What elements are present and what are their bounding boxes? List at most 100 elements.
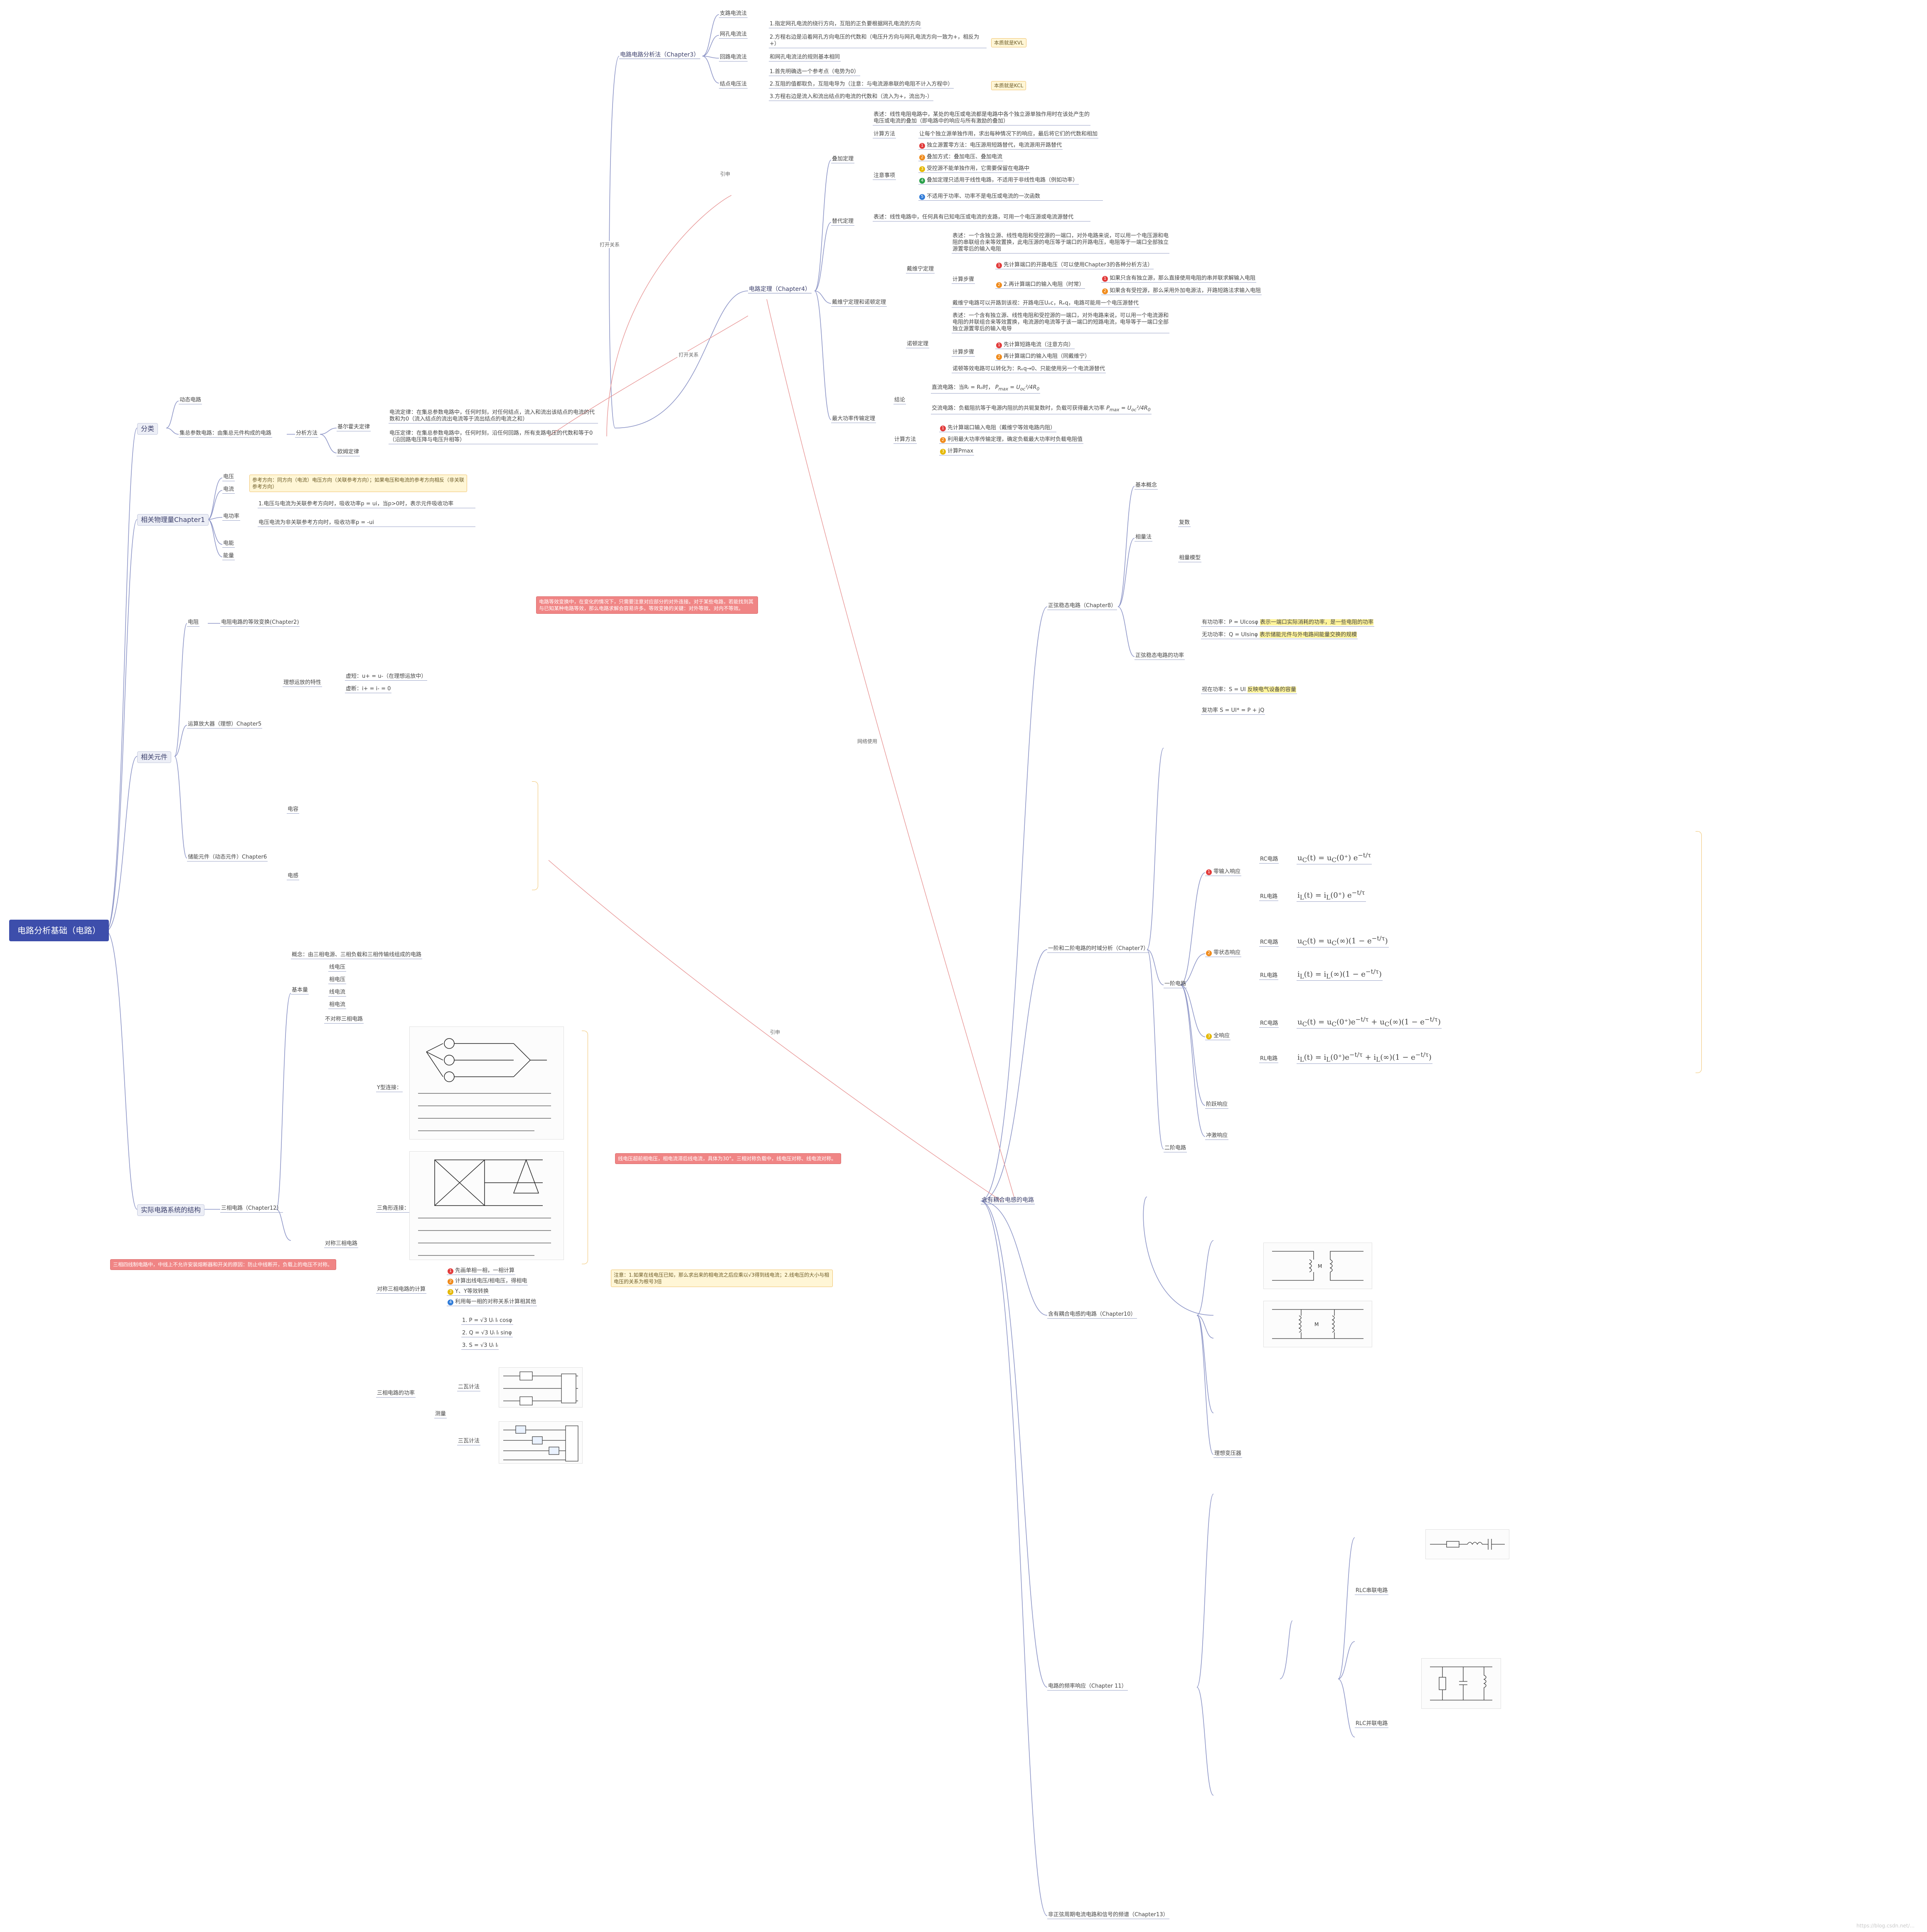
topic-coupled-inductor[interactable]: 含有耦合电感的电路（Chapter10） — [1047, 1311, 1137, 1319]
thevenin-steps-label[interactable]: 计算步骤 — [952, 276, 975, 284]
topic-rlc-series[interactable]: RLC串联电路 — [1355, 1587, 1389, 1595]
topic-phasor-model[interactable]: 相量模型 — [1178, 555, 1202, 562]
zero-input-rl[interactable]: RL电路 — [1259, 893, 1279, 901]
topic-complex[interactable]: 复数 — [1178, 519, 1191, 527]
topic-dynamic-elements[interactable]: 储能元件（动态元件）Chapter6 — [187, 854, 268, 861]
topic-real-system[interactable]: 实际电路系统的结构 — [137, 1204, 205, 1216]
norton-step-1-text: 先计算短路电流（注意方向） — [1004, 342, 1074, 348]
power-formula-q: 2. Q = √3 Uₗ Iₗ sinφ — [461, 1330, 513, 1337]
topic-three-phase[interactable]: 三相电路（Chapter12） — [220, 1205, 283, 1213]
zero-state-rc[interactable]: RC电路 — [1259, 939, 1279, 947]
topic-analysis-method[interactable]: 分析方法 — [295, 430, 319, 438]
topic-energy[interactable]: 电能 — [222, 540, 235, 548]
topic-ideal-transformer[interactable]: 理想变压器 — [1213, 1450, 1243, 1458]
branch-current-method[interactable]: 支路电流法 — [719, 10, 748, 18]
three-wattmeter[interactable]: 三瓦计法 — [457, 1438, 481, 1445]
topic-first-order[interactable]: 一阶电路 — [1164, 981, 1187, 988]
topic-dynamic-circuit[interactable]: 动态电路 — [179, 397, 202, 404]
loop-current-method[interactable]: 回路电流法 — [719, 54, 748, 62]
topic-symmetric-calc[interactable]: 对称三相电路的计算 — [376, 1286, 427, 1294]
zero-state-label: 零状态响应 — [1213, 950, 1241, 956]
topic-star-connection[interactable]: Y型连接： — [376, 1085, 403, 1092]
topic-opamp[interactable]: 运算放大器（理想）Chapter5 — [187, 721, 263, 728]
two-wattmeter[interactable]: 二瓦计法 — [457, 1384, 481, 1391]
topic-thevenin[interactable]: 戴维宁定理 — [906, 266, 935, 273]
topic-current[interactable]: 电流 — [222, 486, 235, 494]
topic-chapter4[interactable]: 电路定理（Chapter4） — [748, 286, 812, 293]
topic-ohm[interactable]: 欧姆定律 — [337, 449, 360, 456]
topic-thevenin-norton[interactable]: 戴维宁定理和诺顿定理 — [831, 299, 887, 307]
topic-impulse-response[interactable]: 冲激响应 — [1205, 1132, 1229, 1140]
topic-second-order[interactable]: 二阶电路 — [1164, 1145, 1187, 1152]
topic-norton[interactable]: 诺顿定理 — [906, 341, 930, 348]
zero-input-rc[interactable]: RC电路 — [1259, 856, 1279, 864]
topic-frequency-response[interactable]: 电路的频率响应（Chapter 11） — [1047, 1683, 1128, 1691]
full-response-rl[interactable]: RL电路 — [1259, 1056, 1279, 1063]
topic-resistor[interactable]: 电阻 — [187, 619, 200, 627]
superposition-notes-label[interactable]: 注意事项 — [873, 172, 896, 180]
topic-phasor[interactable]: 相量法 — [1135, 534, 1153, 541]
topic-symmetric[interactable]: 对称三相电路 — [324, 1240, 359, 1248]
norton-steps-label[interactable]: 计算步骤 — [952, 349, 975, 357]
topic-superposition[interactable]: 叠加定理 — [831, 156, 855, 163]
topic-basic-quantities[interactable]: 基本量 — [291, 987, 309, 994]
topic-substitution[interactable]: 替代定理 — [831, 218, 855, 226]
topic-nonsinusoidal[interactable]: 非正弦周期电流电路和信号的频谱（Chapter13） — [1047, 1912, 1169, 1919]
max-power-ac: 交流电路：负载阻抗等于电源内阻抗的共轭复数时，负载可获得最大功率 Pmax = … — [931, 405, 1152, 414]
thevenin-step-1-text: 先计算端口的开路电压（可以使用Chapter3的各种分析方法） — [1004, 262, 1153, 268]
topic-charge[interactable]: 能量 — [222, 553, 235, 560]
topic-voltage[interactable]: 电压 — [222, 474, 235, 481]
topic-max-power[interactable]: 最大功率传输定理 — [831, 416, 876, 423]
topic-category[interactable]: 分类 — [137, 423, 158, 435]
topic-resistor-equivalent[interactable]: 电阻电路的等效变换(Chapter2) — [220, 619, 300, 627]
topic-ac-power[interactable]: 正弦稳态电路的功率 — [1135, 652, 1185, 660]
topic-capacitor[interactable]: 电容 — [287, 806, 300, 814]
topic-ac-basic[interactable]: 基本概念 — [1135, 482, 1158, 490]
full-response-rc-formula: uC(t) = uC(0⁺)e−t/τ + uC(∞)(1 − e−t/τ) — [1297, 1016, 1442, 1029]
topic-step-response[interactable]: 阶跃响应 — [1205, 1101, 1229, 1109]
root-topic[interactable]: 电路分析基础（电路） — [9, 920, 109, 941]
topic-kirchhoff[interactable]: 基尔霍夫定律 — [337, 424, 371, 431]
node-rule-2: 2.互阻的值都取负，互阻电导为（注意：与电流源串联的电阻不计入方程中） — [769, 81, 954, 89]
relation-label: 打开关系 — [677, 351, 700, 358]
reference-direction-note: 参考方向：同方向（电流）电压方向（关联参考方向）；如果电压和电流的参考方向相反（… — [249, 475, 467, 492]
calc-step-4-text: 利用每一相的对称关系计算相其他 — [455, 1299, 537, 1305]
node-voltage-method[interactable]: 结点电压法 — [719, 81, 748, 89]
topic-three-phase-power[interactable]: 三相电路的功率 — [376, 1390, 416, 1398]
topic-asymmetric[interactable]: 不对称三相电路 — [324, 1016, 364, 1024]
topic-power[interactable]: 电功率 — [222, 513, 241, 521]
three-wattmeter-sketch — [499, 1421, 583, 1464]
superposition-calc-label[interactable]: 计算方法 — [873, 131, 896, 138]
full-response-rc[interactable]: RC电路 — [1259, 1020, 1279, 1028]
substitution-definition: 表述：线性电路中，任何具有已知电压或电流的支路，可用一个电压源或电流源替代 — [873, 214, 1090, 222]
phase-current: 相电流 — [328, 1002, 347, 1009]
topic-ac-network[interactable]: 含有耦合电感的电路 — [981, 1197, 1035, 1204]
topic-chapter1[interactable]: 相关物理量Chapter1 — [137, 514, 209, 526]
topic-lumped-circuit[interactable]: 集总参数电路：由集总元件构成的电路 — [179, 430, 273, 438]
max-power-conclusion-label[interactable]: 结论 — [893, 397, 906, 404]
topic-first-second-order[interactable]: 一阶和二阶电路的时域分析（Chapter7） — [1047, 945, 1150, 953]
reactive-power: 无功功率：Q = UIsinφ 表示储能元件与外电路间能量交换的规模 — [1201, 632, 1358, 639]
topic-inductor[interactable]: 电感 — [287, 873, 300, 880]
rlc-series-diagram — [1430, 1539, 1505, 1550]
topic-rlc-parallel[interactable]: RLC并联电路 — [1355, 1720, 1389, 1728]
topic-chapter3[interactable]: 电路电路分析法（Chapter3） — [619, 52, 700, 59]
two-wattmeter-sketch — [499, 1367, 583, 1408]
mesh-current-method[interactable]: 网孔电流法 — [719, 31, 748, 39]
delta-circuit-diagram — [418, 1159, 551, 1256]
topic-ideal-opamp[interactable]: 理想运放的特性 — [283, 679, 322, 687]
zero-input-rl-formula: iL(t) = iL(0⁺) e−t/τ — [1297, 889, 1366, 902]
three-phase-brace — [582, 1031, 588, 1264]
zero-state-rl[interactable]: RL电路 — [1259, 972, 1279, 980]
topic-measure[interactable]: 测量 — [434, 1411, 447, 1418]
topic-ac-steady-state[interactable]: 正弦稳态电路（Chapter8） — [1047, 603, 1117, 610]
topic-components[interactable]: 相关元件 — [137, 751, 172, 763]
max-power-steps-label[interactable]: 计算方法 — [893, 436, 917, 444]
topic-delta-connection[interactable]: 三角形连接： — [376, 1205, 411, 1213]
